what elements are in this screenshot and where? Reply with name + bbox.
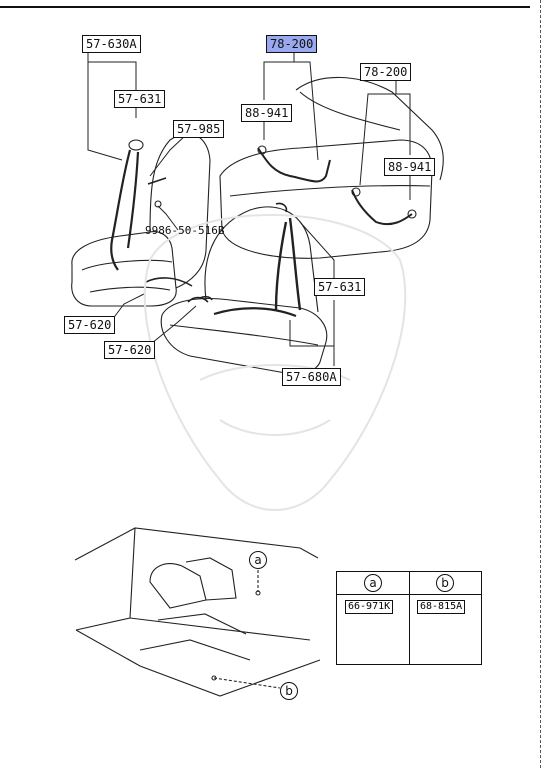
callout-57-680a: 57-680A	[282, 368, 341, 386]
leader-lines	[87, 45, 411, 366]
callout-57-631-left: 57-631	[114, 90, 166, 108]
callout-78-200-right: 78-200	[360, 63, 412, 81]
page-edge-border	[540, 0, 541, 768]
watermark-emblem	[143, 214, 407, 511]
rear-buckle-right-strap	[351, 189, 413, 226]
right-seatback-outline	[204, 206, 319, 313]
part-number-68-815a: 68-815A	[417, 600, 466, 614]
callout-57-630a: 57-630A	[82, 35, 141, 53]
left-seat-outline	[71, 231, 177, 307]
callout-88-941-left: 88-941	[241, 104, 293, 122]
fastener-table-divider	[409, 572, 410, 664]
callout-9986-50-516b: 9986-50-516B	[145, 224, 225, 237]
fastener-table: a b 66-971K 68-815A	[336, 571, 482, 665]
table-header-a: a	[364, 574, 382, 592]
rear-buckle-left-strap	[257, 147, 331, 183]
rear-seatback-outline	[295, 76, 444, 181]
marker-a: a	[249, 551, 267, 569]
part-number-66-971k: 66-971K	[345, 600, 394, 614]
callout-88-941-right: 88-941	[384, 158, 436, 176]
right-belt-webbing	[288, 217, 302, 311]
callout-57-620-lower: 57-620	[104, 341, 156, 359]
rear-seat-outline	[219, 139, 433, 259]
callout-78-200-highlighted[interactable]: 78-200	[266, 35, 318, 53]
callout-57-631-right: 57-631	[314, 278, 366, 296]
right-seat-outline	[160, 298, 328, 375]
left-seatback-outline	[149, 133, 211, 289]
header-rule	[0, 6, 530, 8]
left-belt-webbing	[110, 149, 132, 271]
callout-57-620-upper: 57-620	[64, 316, 116, 334]
marker-b: b	[280, 682, 298, 700]
table-header-b: b	[436, 574, 454, 592]
floor-panel-illustration	[74, 527, 321, 697]
callout-57-985: 57-985	[173, 120, 225, 138]
